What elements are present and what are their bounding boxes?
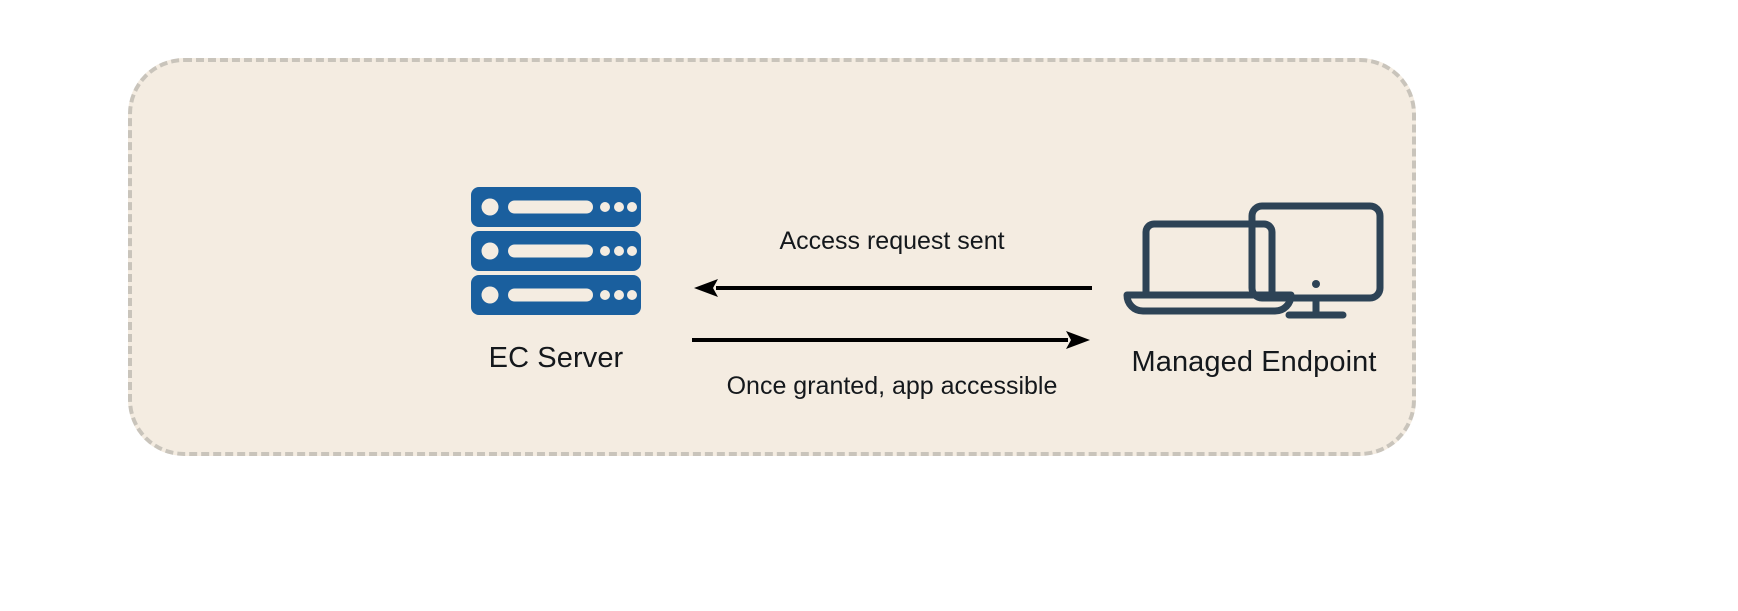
node-ec-server: EC Server [428, 187, 684, 375]
node-label-ec-server: EC Server [488, 342, 624, 374]
flow-label-access-request: Access request sent [779, 227, 1005, 255]
laptop-monitor-icon [1123, 187, 1385, 324]
node-managed-endpoint: Managed Endpoint [1092, 187, 1416, 379]
flow-label-once-granted: Once granted, app accessible [726, 372, 1058, 400]
server-rack-icon [471, 187, 641, 320]
monitor-power-dot [1312, 280, 1320, 288]
arrow-left-to-right [692, 331, 1090, 349]
access-flow-container: EC Server [128, 58, 1416, 456]
arrow-right-to-left [694, 279, 1092, 297]
flow-arrows-group: Access request sent Once granted, app ac… [692, 172, 1092, 422]
node-label-managed-endpoint: Managed Endpoint [1131, 346, 1377, 378]
